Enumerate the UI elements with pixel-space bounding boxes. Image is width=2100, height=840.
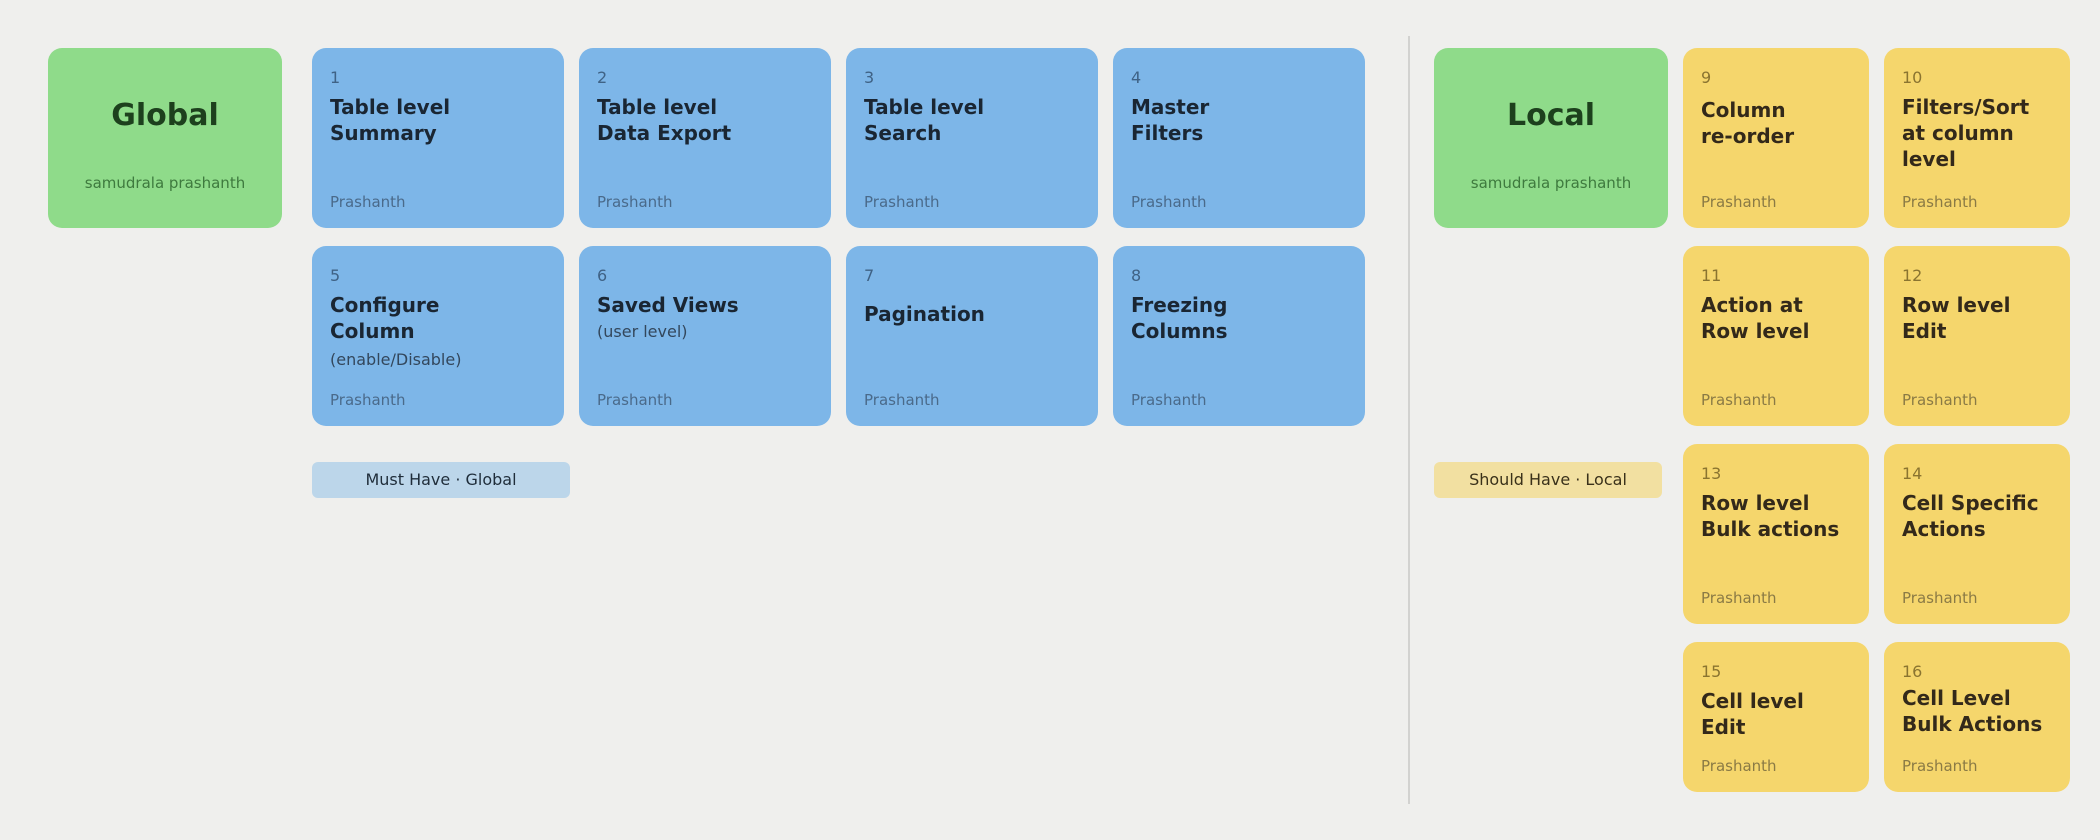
card-owner: Prashanth [1902,193,1978,211]
card-title: Table level Summary [330,95,451,145]
global-group-owner: samudrala prashanth [84,174,246,192]
local-group-owner: samudrala prashanth [1470,174,1632,192]
legend-should-have: Should Have · Local [1434,462,1662,498]
card-number: 7 [864,266,875,285]
card-owner: Prashanth [1902,589,1978,607]
feature-card-10[interactable]: 10 Filters/Sort at column level Prashant… [1884,48,2070,228]
card-subtitle: (enable/Disable) [330,350,462,369]
feature-card-16[interactable]: 16 Cell Level Bulk Actions Prashanth [1884,642,2070,792]
card-owner: Prashanth [597,391,673,409]
card-title: Cell level Edit [1701,689,1804,739]
section-divider [1408,36,1410,804]
card-number: 2 [597,68,608,87]
card-number: 11 [1701,266,1722,285]
feature-card-13[interactable]: 13 Row level Bulk actions Prashanth [1683,444,1869,624]
card-number: 12 [1902,266,1923,285]
local-group-title: Local [1506,98,1596,133]
card-owner: Prashanth [1131,193,1207,211]
card-title: Saved Views [597,293,739,317]
feature-card-1[interactable]: 1 Table level Summary Prashanth [312,48,564,228]
card-number: 5 [330,266,341,285]
card-subtitle: (user level) [597,322,688,341]
card-title: Action at Row level [1701,293,1810,343]
card-number: 6 [597,266,608,285]
card-owner: Prashanth [864,391,940,409]
card-number: 10 [1902,68,1923,87]
global-group-header[interactable]: Global samudrala prashanth [48,48,282,228]
card-number: 8 [1131,266,1142,285]
card-title: Freezing Columns [1131,293,1228,343]
card-title: Cell Level Bulk Actions [1902,686,2043,736]
card-owner: Prashanth [330,193,406,211]
card-owner: Prashanth [1131,391,1207,409]
card-title: Master Filters [1131,95,1210,145]
feature-card-2[interactable]: 2 Table level Data Export Prashanth [579,48,831,228]
global-group-title: Global [111,98,219,133]
card-owner: Prashanth [1701,589,1777,607]
card-title: Row level Edit [1902,293,2011,343]
feature-card-11[interactable]: 11 Action at Row level Prashanth [1683,246,1869,426]
card-number: 13 [1701,464,1722,483]
feature-card-7[interactable]: 7 Pagination Prashanth [846,246,1098,426]
card-owner: Prashanth [1701,757,1777,775]
feature-card-9[interactable]: 9 Column re-order Prashanth [1683,48,1869,228]
feature-card-4[interactable]: 4 Master Filters Prashanth [1113,48,1365,228]
card-number: 1 [330,68,341,87]
feature-card-3[interactable]: 3 Table level Search Prashanth [846,48,1098,228]
card-number: 9 [1701,68,1712,87]
card-owner: Prashanth [1701,193,1777,211]
card-number: 15 [1701,662,1722,681]
card-owner: Prashanth [864,193,940,211]
feature-card-5[interactable]: 5 Configure Column (enable/Disable) Pras… [312,246,564,426]
card-number: 4 [1131,68,1142,87]
card-title: Row level Bulk actions [1701,491,1840,541]
card-number: 16 [1902,662,1923,681]
legend-must-have: Must Have · Global [312,462,570,498]
card-title: Pagination [864,302,985,326]
card-title: Filters/Sort at column level [1902,95,2030,171]
card-owner: Prashanth [597,193,673,211]
card-number: 14 [1902,464,1923,483]
card-title: Table level Search [864,95,985,145]
feature-card-15[interactable]: 15 Cell level Edit Prashanth [1683,642,1869,792]
card-title: Cell Specific Actions [1902,491,2039,541]
card-owner: Prashanth [330,391,406,409]
card-title: Configure Column [330,293,440,343]
card-owner: Prashanth [1701,391,1777,409]
card-number: 3 [864,68,875,87]
feature-card-12[interactable]: 12 Row level Edit Prashanth [1884,246,2070,426]
feature-card-14[interactable]: 14 Cell Specific Actions Prashanth [1884,444,2070,624]
card-owner: Prashanth [1902,757,1978,775]
local-group-header[interactable]: Local samudrala prashanth [1434,48,1668,228]
card-title: Table level Data Export [597,95,732,145]
card-owner: Prashanth [1902,391,1978,409]
feature-card-6[interactable]: 6 Saved Views (user level) Prashanth [579,246,831,426]
card-title: Column re-order [1701,98,1795,148]
feature-card-8[interactable]: 8 Freezing Columns Prashanth [1113,246,1365,426]
